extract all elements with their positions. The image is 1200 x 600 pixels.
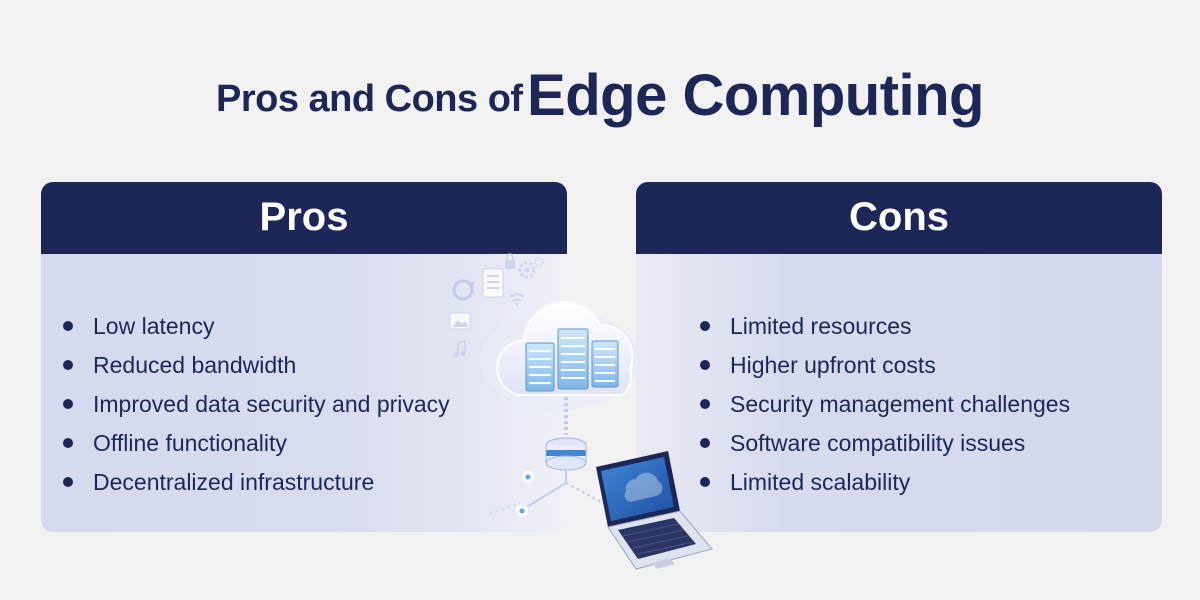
- glow-node-icon: [522, 471, 534, 483]
- list-item: Reduced bandwidth: [63, 345, 450, 384]
- music-note-icon: [453, 339, 466, 358]
- list-item: Improved data security and privacy: [63, 384, 450, 423]
- list-item: Higher upfront costs: [700, 345, 1070, 384]
- list-item-label: Offline functionality: [93, 429, 287, 456]
- list-item-label: Improved data security and privacy: [93, 390, 450, 417]
- pros-list: Low latency Reduced bandwidth Improved d…: [63, 306, 450, 501]
- network-lines: [489, 471, 615, 514]
- list-item: Software compatibility issues: [700, 423, 1070, 462]
- bullet-icon: [63, 320, 73, 331]
- lock-icon: [505, 253, 515, 269]
- list-item-label: Decentralized infrastructure: [93, 468, 375, 495]
- list-item-label: Security management challenges: [730, 390, 1071, 417]
- title-emphasis: Edge Computing: [527, 63, 984, 128]
- list-item: Limited scalability: [700, 462, 1070, 501]
- cons-list: Limited resources Higher upfront costs S…: [700, 306, 1070, 501]
- list-item-label: Software compatibility issues: [730, 429, 1026, 456]
- list-item-label: Reduced bandwidth: [93, 351, 297, 378]
- list-item-label: Limited resources: [730, 312, 912, 339]
- glow-node-icon: [516, 505, 528, 517]
- bullet-icon: [700, 476, 710, 487]
- database-icon: [545, 437, 587, 471]
- refresh-icon: [452, 279, 474, 301]
- list-item: Offline functionality: [63, 423, 450, 462]
- list-item: Limited resources: [700, 306, 1070, 345]
- list-item-label: Higher upfront costs: [730, 351, 936, 378]
- document-icon: [482, 268, 504, 298]
- edge-computing-illustration: [449, 253, 713, 570]
- list-item: Decentralized infrastructure: [63, 462, 450, 501]
- list-item-label: Low latency: [93, 312, 215, 339]
- gear-icon: [518, 257, 544, 279]
- bullet-icon: [63, 476, 73, 487]
- cons-heading: Cons: [636, 182, 1162, 254]
- laptop-icon: [596, 451, 713, 570]
- bullet-icon: [63, 398, 73, 409]
- list-item-label: Limited scalability: [730, 468, 911, 495]
- wifi-icon: [509, 293, 525, 306]
- title-prefix: Pros and Cons of: [216, 78, 523, 120]
- pros-heading: Pros: [41, 182, 567, 254]
- page-title: Pros and Cons of Edge Computing: [0, 62, 1200, 129]
- bullet-icon: [700, 398, 710, 409]
- bullet-icon: [63, 359, 73, 370]
- bullet-icon: [700, 359, 710, 370]
- bullet-icon: [700, 320, 710, 331]
- list-item: Security management challenges: [700, 384, 1070, 423]
- server-rack-icon: [525, 328, 619, 392]
- pros-body: Low latency Reduced bandwidth Improved d…: [41, 254, 567, 532]
- bullet-icon: [63, 437, 73, 448]
- bullet-icon: [700, 437, 710, 448]
- image-icon: [449, 312, 471, 330]
- pros-panel: Pros Low latency Reduced bandwidth Impro…: [41, 182, 567, 532]
- list-item: Low latency: [63, 306, 450, 345]
- cons-body: Limited resources Higher upfront costs S…: [636, 254, 1162, 532]
- cons-panel: Cons Limited resources Higher upfront co…: [636, 182, 1162, 532]
